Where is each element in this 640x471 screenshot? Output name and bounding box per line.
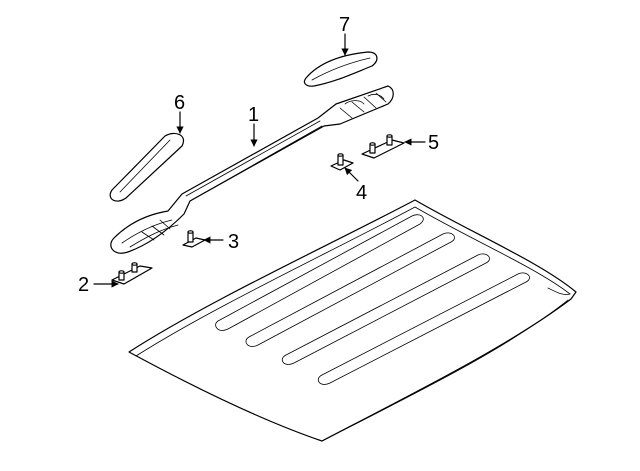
mount-pad-3	[182, 230, 206, 248]
callout-1: 1	[248, 104, 259, 126]
front-mount-pad	[111, 262, 153, 285]
callout-7: 7	[339, 14, 350, 36]
rear-mount-pad	[361, 134, 405, 159]
leader-4	[344, 167, 359, 182]
callout-3: 3	[228, 231, 239, 253]
callout-2: 2	[78, 274, 89, 296]
rear-rail-cover	[303, 51, 378, 87]
callout-6: 6	[174, 92, 185, 114]
front-rail-cover	[109, 132, 185, 202]
callout-5: 5	[428, 132, 439, 154]
callout-4: 4	[356, 182, 367, 204]
roof-rail	[110, 85, 394, 254]
mount-pad-4	[330, 153, 354, 171]
roof-panel	[128, 199, 577, 442]
